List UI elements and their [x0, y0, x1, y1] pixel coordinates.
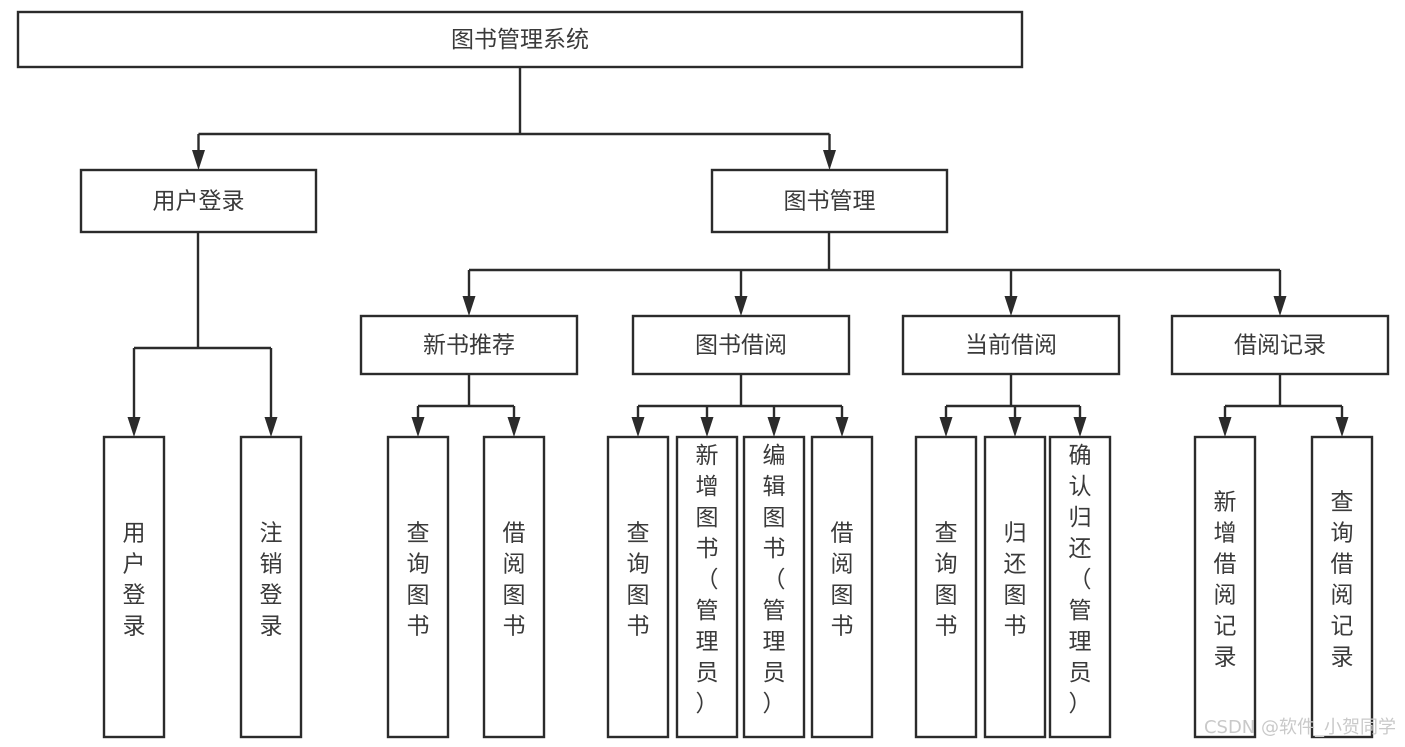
node-leaf-borrow-book-2-box[interactable]: [810, 435, 874, 739]
node-leaf-return-book[interactable]: 归还图书: [983, 435, 1047, 739]
node-book-manage-box[interactable]: [710, 168, 949, 234]
node-new-book-recommend-box[interactable]: [359, 314, 579, 376]
node-leaf-query-book-1-label: 查询图书: [407, 521, 430, 640]
node-root-图书管理系统[interactable]: 图书管理系统: [16, 10, 1024, 69]
node-leaf-user-login-label: 用户登录: [123, 521, 146, 640]
node-leaf-add-record-box[interactable]: [1193, 435, 1257, 739]
node-book-borrow[interactable]: 图书借阅: [631, 314, 851, 376]
node-book-borrow-box[interactable]: [631, 314, 851, 376]
node-user-login-label: 用户登录: [153, 189, 245, 215]
edge-bookmanage-to-level3-arrowhead-3: [1273, 296, 1287, 316]
node-leaf-query-book-2-label: 查询图书: [627, 521, 650, 640]
node-leaf-query-book-1-box[interactable]: [386, 435, 450, 739]
edge-userlogin-to-leaves-arrowhead-0: [127, 417, 141, 437]
edge-record-to-leaves-arrowhead-1: [1335, 417, 1349, 437]
edge-record-to-leaves: [1218, 374, 1349, 437]
node-leaf-confirm-return-box[interactable]: [1048, 435, 1112, 739]
csdn-watermark: CSDN @软件_小贺同学: [1204, 717, 1396, 738]
node-leaf-borrow-book-1-label: 借阅图书: [503, 521, 526, 640]
node-leaf-logout-box[interactable]: [239, 435, 303, 739]
node-borrow-record-label: 借阅记录: [1234, 333, 1326, 359]
edge-root-to-level2-arrowhead-0: [192, 150, 205, 170]
node-leaf-add-record-label: 新增借阅记录: [1214, 490, 1237, 671]
edge-current-to-leaves-arrowhead-1: [1008, 417, 1022, 437]
node-new-book-recommend-label: 新书推荐: [423, 333, 515, 359]
node-leaf-edit-book-box[interactable]: [742, 435, 806, 739]
node-leaf-add-book-box[interactable]: [675, 435, 739, 739]
node-book-manage[interactable]: 图书管理: [710, 168, 949, 234]
node-leaf-query-record-label: 查询借阅记录: [1331, 490, 1354, 671]
edge-bookmanage-to-level3-arrowhead-2: [1004, 296, 1018, 316]
node-leaf-add-book-label: 新增图书（管理员）: [696, 443, 719, 717]
node-leaf-query-record[interactable]: 查询借阅记录: [1310, 435, 1374, 739]
edge-root-to-level2-arrowhead-1: [823, 150, 836, 170]
edge-current-to-leaves: [939, 374, 1087, 437]
node-leaf-confirm-return-label: 确认归还（管理员）: [1069, 443, 1092, 717]
edge-bookmanage-to-level3: [462, 232, 1287, 316]
node-leaf-edit-book-label: 编辑图书（管理员）: [763, 443, 786, 717]
edge-current-to-leaves-arrowhead-0: [939, 417, 953, 437]
node-root-图书管理系统-box[interactable]: [16, 10, 1024, 69]
node-leaf-query-book-2-box[interactable]: [606, 435, 670, 739]
edge-recommend-to-leaves-arrowhead-1: [507, 417, 521, 437]
node-leaf-borrow-book-2-label: 借阅图书: [831, 521, 854, 640]
node-user-login-box[interactable]: [79, 168, 318, 234]
node-leaf-return-book-label: 归还图书: [1004, 521, 1027, 640]
edge-userlogin-to-leaves-arrowhead-1: [264, 417, 278, 437]
node-leaf-confirm-return[interactable]: 确认归还（管理员）: [1048, 435, 1112, 739]
edge-root-to-level2: [192, 67, 836, 170]
edge-borrow-to-leaves-arrowhead-0: [631, 417, 645, 437]
node-borrow-record[interactable]: 借阅记录: [1170, 314, 1390, 376]
node-leaf-user-login[interactable]: 用户登录: [102, 435, 166, 739]
node-leaf-add-book[interactable]: 新增图书（管理员）: [675, 435, 739, 739]
node-leaf-edit-book[interactable]: 编辑图书（管理员）: [742, 435, 806, 739]
node-book-borrow-label: 图书借阅: [695, 333, 787, 359]
node-leaf-return-book-box[interactable]: [983, 435, 1047, 739]
node-user-login[interactable]: 用户登录: [79, 168, 318, 234]
edge-record-to-leaves-arrowhead-0: [1218, 417, 1232, 437]
node-book-manage-label: 图书管理: [784, 189, 876, 215]
node-current-borrow-box[interactable]: [901, 314, 1121, 376]
edge-bookmanage-to-level3-arrowhead-1: [734, 296, 748, 316]
edge-recommend-to-leaves: [411, 374, 521, 437]
node-borrow-record-box[interactable]: [1170, 314, 1390, 376]
node-leaf-query-book-2[interactable]: 查询图书: [606, 435, 670, 739]
edge-borrow-to-leaves: [631, 374, 849, 437]
edge-bookmanage-to-level3-arrowhead-0: [462, 296, 476, 316]
node-layer: 图书管理系统用户登录图书管理新书推荐图书借阅当前借阅借阅记录用户登录注销登录查询…: [16, 10, 1390, 739]
edge-userlogin-to-leaves: [127, 232, 278, 437]
edge-recommend-to-leaves-arrowhead-0: [411, 417, 425, 437]
edge-borrow-to-leaves-arrowhead-1: [700, 417, 714, 437]
node-leaf-borrow-book-1[interactable]: 借阅图书: [482, 435, 546, 739]
node-leaf-query-book-3-box[interactable]: [914, 435, 978, 739]
node-leaf-borrow-book-2[interactable]: 借阅图书: [810, 435, 874, 739]
node-leaf-logout-label: 注销登录: [260, 521, 283, 640]
node-root-图书管理系统-label: 图书管理系统: [451, 27, 589, 53]
edge-borrow-to-leaves-arrowhead-3: [835, 417, 849, 437]
node-leaf-query-book-3-label: 查询图书: [935, 521, 958, 640]
node-leaf-query-book-3[interactable]: 查询图书: [914, 435, 978, 739]
node-leaf-logout[interactable]: 注销登录: [239, 435, 303, 739]
node-leaf-user-login-box[interactable]: [102, 435, 166, 739]
node-leaf-query-book-1[interactable]: 查询图书: [386, 435, 450, 739]
node-current-borrow[interactable]: 当前借阅: [901, 314, 1121, 376]
node-leaf-borrow-book-1-box[interactable]: [482, 435, 546, 739]
connector-layer: [127, 67, 1349, 437]
node-leaf-add-record[interactable]: 新增借阅记录: [1193, 435, 1257, 739]
edge-borrow-to-leaves-arrowhead-2: [767, 417, 781, 437]
node-leaf-query-record-box[interactable]: [1310, 435, 1374, 739]
node-current-borrow-label: 当前借阅: [965, 333, 1057, 359]
node-new-book-recommend[interactable]: 新书推荐: [359, 314, 579, 376]
edge-current-to-leaves-arrowhead-2: [1073, 417, 1087, 437]
